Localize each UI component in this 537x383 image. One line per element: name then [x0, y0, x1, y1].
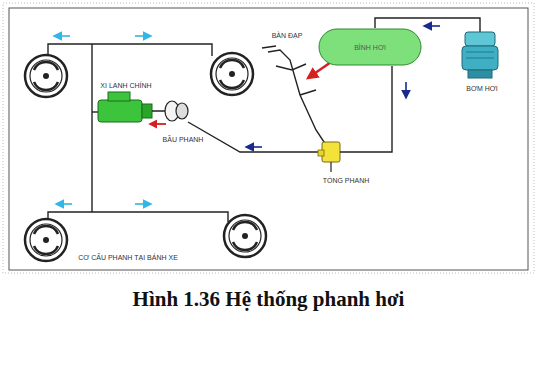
tank-label: BÌNH HƠI	[354, 44, 386, 51]
master-cylinder	[98, 92, 152, 122]
chamber-label: BẦU PHANH	[162, 135, 205, 144]
valve-label: TỔNG PHANH	[322, 176, 371, 185]
wheel-brake-label: CƠ CẤU PHANH TẠI BÁNH XE	[77, 253, 179, 262]
cylinder-label: XI LANH CHÍNH	[99, 81, 152, 90]
brake-chamber	[152, 101, 188, 121]
figure-caption: Hình 1.36 Hệ thống phanh hơi	[0, 287, 537, 312]
air-tank: BÌNH HƠI	[318, 28, 422, 66]
pedal-label: BÀN ĐẠP	[271, 31, 304, 40]
brake-valve	[318, 142, 340, 172]
pump-label: BƠM HƠI	[465, 84, 498, 93]
brake-pedal	[262, 46, 328, 148]
air-compressor	[462, 32, 498, 78]
